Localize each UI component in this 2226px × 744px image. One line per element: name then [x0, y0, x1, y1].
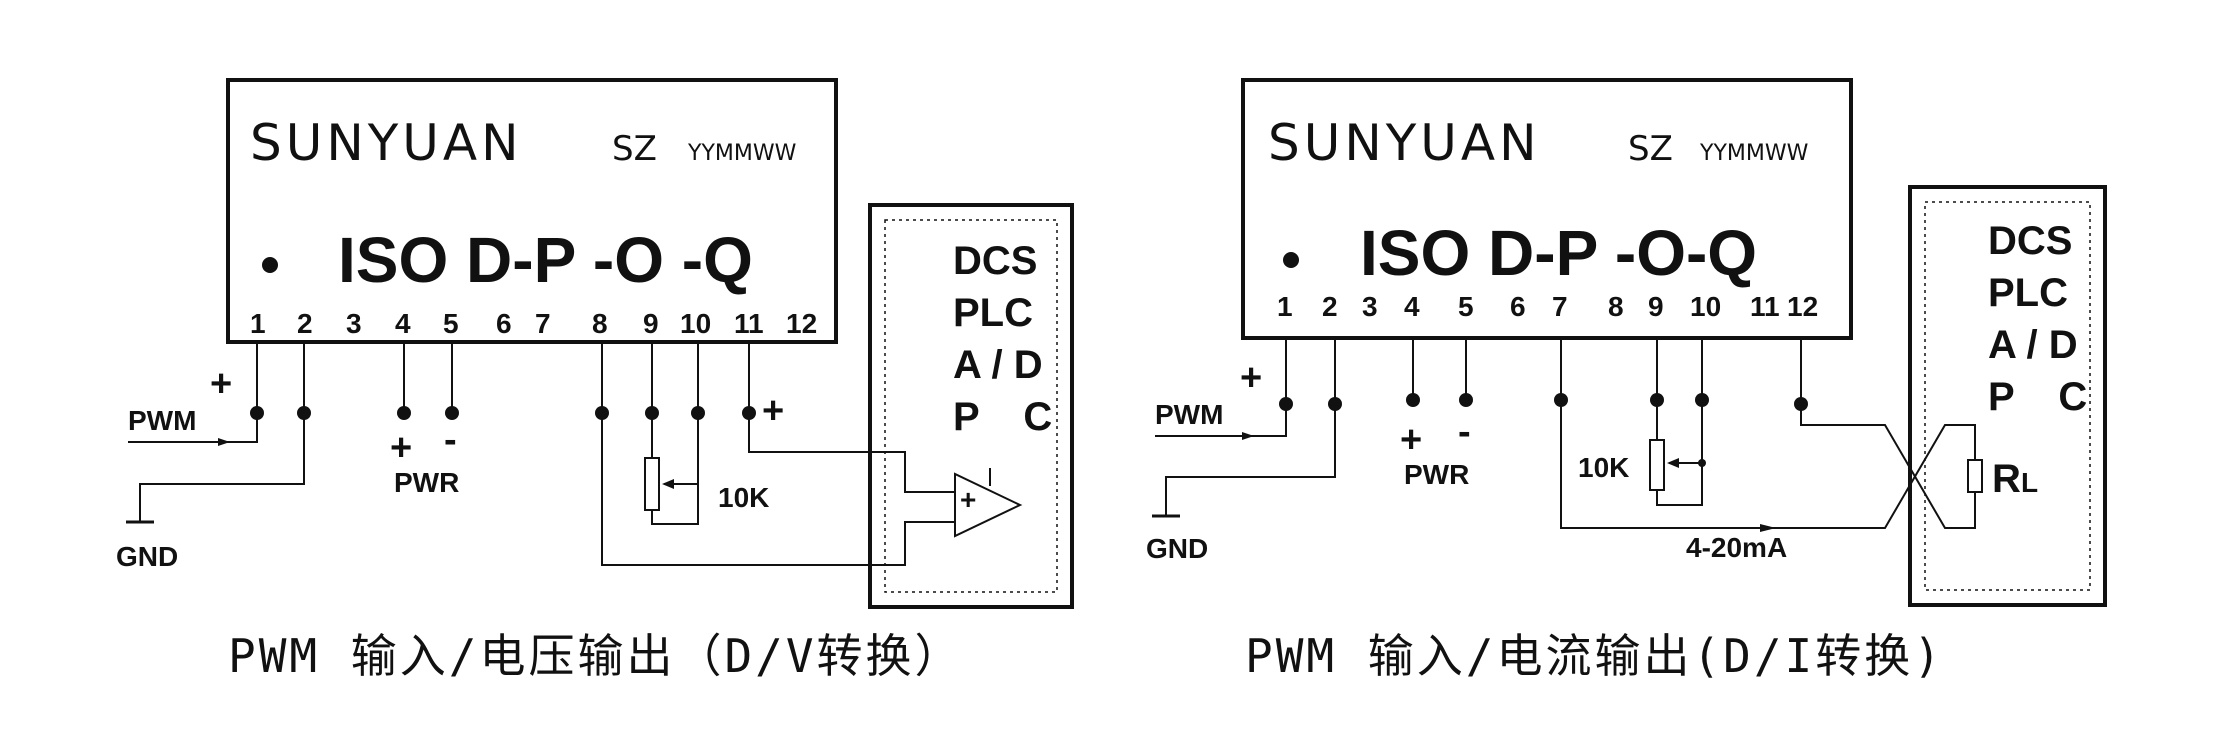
left-pin-number: 6 [496, 308, 512, 339]
left-potentiometer [644, 457, 660, 511]
right-input-plus: + [1240, 357, 1262, 399]
left-date-code: YYMMWW [687, 141, 797, 166]
right-pin-number: 11 [1750, 291, 1780, 322]
left-pin-number: 4 [395, 308, 411, 339]
right-load-resistor [1967, 459, 1983, 493]
right-pin-number: 4 [1404, 291, 1420, 322]
left-op-amp-plus: + [960, 484, 976, 515]
left-brand: SUNYUAN [250, 114, 522, 172]
left-pin-number: 5 [443, 308, 459, 339]
left-model-number: ISO D-P -O -Q [338, 224, 753, 296]
left-op-amp [954, 472, 1023, 538]
right-pin-number: 5 [1458, 291, 1474, 322]
right-current-label: 4-20mA [1686, 532, 1787, 563]
right-gnd-label: GND [1146, 533, 1208, 564]
right-diagram: SUNYUAN SZ YYMMWW ISO D-P -O-Q 1 2 3 4 5… [1146, 78, 2107, 683]
right-pin-number: 3 [1362, 291, 1378, 322]
left-pin-number: 10 [680, 308, 711, 339]
right-device-line: DCS [1988, 219, 2072, 263]
right-device-line: A / D [1988, 323, 2078, 367]
left-pin-number: 3 [346, 308, 362, 339]
right-external-device [1908, 185, 2107, 607]
right-pin-number: 6 [1510, 291, 1526, 322]
left-pwr-plus: + [390, 427, 412, 469]
right-pin-number: 7 [1552, 291, 1568, 322]
right-pin-number: 1 [1277, 291, 1293, 322]
left-external-device [868, 203, 1074, 609]
right-pwm-label: PWM [1155, 399, 1223, 430]
right-pin-numbers: 1 2 3 4 5 6 7 8 9 10 11 12 [1277, 291, 1818, 322]
left-device-line: A / D [953, 343, 1043, 387]
left-device-line: P C [953, 395, 1052, 439]
left-pwm-label: PWM [128, 405, 196, 436]
right-date-code: YYMMWW [1699, 141, 1809, 166]
left-input-plus: + [210, 363, 232, 405]
left-pin-number: 7 [535, 308, 551, 339]
right-sz: SZ [1628, 129, 1673, 169]
right-terminal-dots [1279, 393, 1808, 411]
left-diagram: SUNYUAN SZ YYMMWW ISO D-P -O -Q 1 2 3 4 … [116, 78, 1074, 683]
left-pin1-marker [262, 257, 278, 273]
right-pin-number: 9 [1648, 291, 1664, 322]
right-device-line: P C [1988, 375, 2087, 419]
right-pin-number: 2 [1322, 291, 1338, 322]
left-pin-number: 1 [250, 308, 266, 339]
left-pin-number: 12 [786, 308, 817, 339]
left-device-line: DCS [953, 239, 1037, 283]
left-caption: PWM 输入/电压输出（D/V转换） [228, 629, 964, 683]
right-model-number: ISO D-P -O-Q [1360, 217, 1757, 289]
left-pin-numbers: 1 2 3 4 5 6 7 8 9 10 11 12 [250, 308, 817, 339]
right-module-body [1241, 78, 1853, 340]
left-terminal-dots [250, 406, 756, 420]
left-pwr-label: PWR [394, 467, 459, 498]
left-gnd-label: GND [116, 541, 178, 572]
right-pwr-minus: - [1458, 411, 1471, 453]
left-pin-number: 11 [734, 308, 764, 339]
left-pwr-minus: - [444, 419, 457, 461]
right-pin-number: 10 [1690, 291, 1721, 322]
left-device-line: PLC [953, 291, 1033, 335]
right-pwr-plus: + [1400, 419, 1422, 461]
right-potentiometer [1649, 439, 1665, 491]
left-pin-number: 9 [643, 308, 659, 339]
right-pin-number: 8 [1608, 291, 1624, 322]
left-output-plus: + [762, 390, 784, 432]
left-device-inner-border [884, 219, 1058, 593]
left-sz: SZ [612, 129, 657, 169]
right-pin-number: 12 [1787, 291, 1818, 322]
left-pot-label: 10K [718, 482, 769, 513]
right-pot-label: 10K [1578, 452, 1629, 483]
left-module-body [226, 78, 838, 344]
right-load-subscript: L [2021, 467, 2038, 498]
left-pin-number: 8 [592, 308, 608, 339]
right-caption: PWM 输入/电流输出(D/I转换) [1245, 629, 1944, 683]
right-pin1-marker [1283, 252, 1299, 268]
right-device-inner-border [1924, 201, 2091, 591]
right-brand: SUNYUAN [1268, 114, 1540, 172]
right-device-line: PLC [1988, 271, 2068, 315]
right-load-label: R [1992, 457, 2021, 501]
right-pwr-label: PWR [1404, 459, 1469, 490]
left-pin-number: 2 [297, 308, 313, 339]
